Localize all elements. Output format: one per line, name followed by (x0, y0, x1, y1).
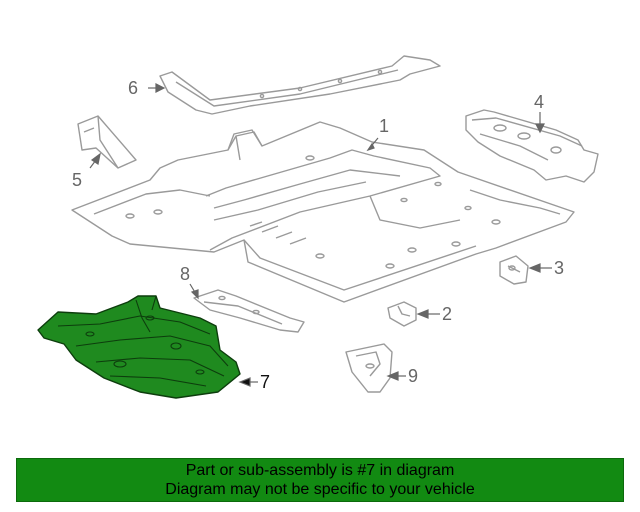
callout-9: 9 (408, 366, 418, 386)
part-8-plate[interactable] (193, 289, 305, 333)
callout-6: 6 (128, 78, 138, 98)
callout-8: 8 (180, 264, 190, 284)
part-6-rail[interactable] (159, 55, 441, 115)
callout-2: 2 (442, 304, 452, 324)
leader-lines (89, 83, 552, 387)
parts-diagram: 1 2 3 4 5 6 7 8 9 (37, 55, 599, 399)
part-5-bracket[interactable] (77, 115, 137, 169)
callout-1: 1 (379, 116, 389, 136)
part-1-floor-pan[interactable] (71, 121, 575, 303)
callout-4: 4 (534, 92, 544, 112)
banner-line-2: Diagram may not be specific to your vehi… (165, 481, 475, 498)
callout-7: 7 (260, 372, 270, 392)
info-banner: Part or sub-assembly is #7 in diagram Di… (16, 458, 624, 502)
callout-5: 5 (72, 170, 82, 190)
part-3-mount[interactable] (499, 255, 529, 285)
part-2-clip[interactable] (387, 301, 417, 327)
banner-line-1: Part or sub-assembly is #7 in diagram (185, 462, 455, 479)
part-7-shield-highlighted[interactable] (37, 295, 241, 399)
part-9-bracket[interactable] (345, 343, 393, 393)
part-4-crossmember[interactable] (465, 109, 599, 183)
callout-3: 3 (554, 258, 564, 278)
